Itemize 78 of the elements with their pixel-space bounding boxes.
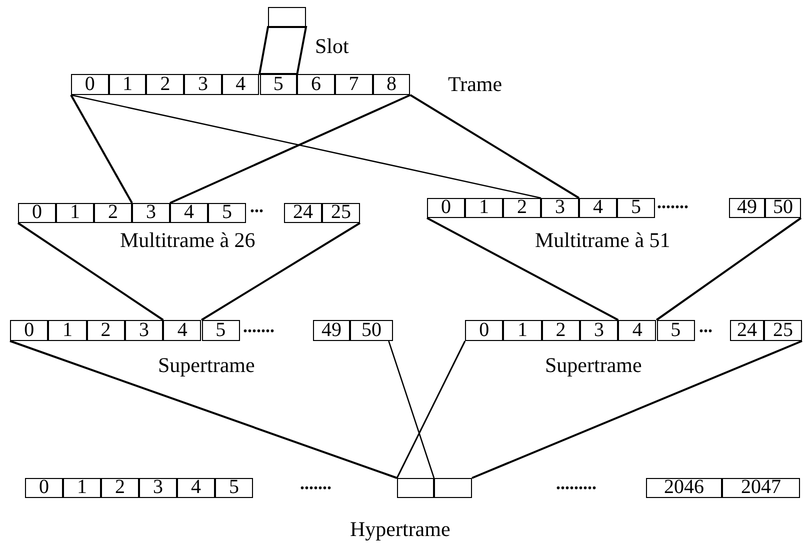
connector-line <box>200 222 361 321</box>
numbered-cell: 1 <box>56 203 94 223</box>
numbered-cell: 49 <box>313 320 350 341</box>
ellipsis-dots: ... <box>250 197 264 215</box>
numbered-cell: 2 <box>542 320 580 341</box>
numbered-cell: 5 <box>260 74 298 95</box>
numbered-cell: 0 <box>18 203 56 223</box>
numbered-cell: 24 <box>284 203 322 223</box>
numbered-cell: 6 <box>297 74 335 95</box>
row-label: Slot <box>315 36 349 57</box>
numbered-cell: 49 <box>729 198 765 218</box>
numbered-cell: 0 <box>10 320 48 341</box>
connector-line <box>396 340 466 478</box>
ellipsis-dots: ... <box>699 317 712 335</box>
row-label: Multitrame à 26 <box>120 230 256 251</box>
numbered-cell: 2 <box>86 320 125 341</box>
numbered-cell: 24 <box>730 320 764 341</box>
row-label: Supertrame <box>158 355 255 376</box>
numbered-cell: 4 <box>579 198 617 218</box>
ellipsis-dots: ....... <box>243 317 274 335</box>
numbered-cell: 0 <box>465 320 504 341</box>
connector-line <box>410 94 580 199</box>
row-label: Hypertrame <box>350 519 450 540</box>
numbered-cell: 7 <box>334 74 373 95</box>
numbered-cell: 50 <box>350 320 393 341</box>
connector-line <box>17 222 164 321</box>
ellipsis-dots: ....... <box>657 193 688 211</box>
numbered-cell: 2047 <box>722 478 800 498</box>
connector-line <box>388 340 435 478</box>
connector-line <box>70 94 542 199</box>
numbered-cell: 4 <box>177 478 215 498</box>
numbered-cell: 4 <box>222 74 260 95</box>
empty-slot-box <box>268 7 306 27</box>
numbered-cell: 8 <box>372 74 410 95</box>
numbered-cell: 5 <box>617 198 655 218</box>
numbered-cell: 2046 <box>646 478 722 498</box>
numbered-cell: 5 <box>202 320 240 341</box>
numbered-cell: 3 <box>184 74 222 95</box>
row-label: Multitrame à 51 <box>535 230 670 251</box>
connector-line <box>426 217 619 321</box>
numbered-cell: 3 <box>139 478 177 498</box>
numbered-cell: 5 <box>656 320 695 341</box>
numbered-cell: 3 <box>580 320 618 341</box>
numbered-cell: 3 <box>124 320 164 341</box>
connector-line <box>10 340 398 479</box>
numbered-cell: 3 <box>132 203 170 223</box>
numbered-cell: 5 <box>208 203 246 223</box>
numbered-cell: 0 <box>427 198 465 218</box>
empty-slot-box <box>397 478 434 498</box>
numbered-cell: 1 <box>465 198 503 218</box>
connector-line <box>70 94 133 204</box>
numbered-cell: 0 <box>25 478 63 498</box>
connector-line <box>170 94 411 204</box>
connector-line <box>258 26 308 75</box>
numbered-cell: 4 <box>163 320 202 341</box>
ellipsis-dots: ......... <box>556 474 596 492</box>
numbered-cell: 1 <box>108 74 146 95</box>
empty-slot-box <box>434 478 472 498</box>
numbered-cell: 2 <box>503 198 541 218</box>
numbered-cell: 2 <box>94 203 132 223</box>
row-label: Supertrame <box>545 355 642 376</box>
numbered-cell: 1 <box>63 478 101 498</box>
connector-line <box>472 340 802 479</box>
numbered-cell: 25 <box>764 320 802 341</box>
numbered-cell: 2 <box>146 74 184 95</box>
numbered-cell: 1 <box>503 320 542 341</box>
ellipsis-dots: ....... <box>300 474 332 492</box>
row-label: Trame <box>448 74 502 95</box>
numbered-cell: 2 <box>101 478 139 498</box>
numbered-cell: 4 <box>618 320 656 341</box>
numbered-cell: 25 <box>322 203 360 223</box>
numbered-cell: 5 <box>215 478 253 498</box>
numbered-cell: 1 <box>48 320 87 341</box>
numbered-cell: 4 <box>170 203 208 223</box>
numbered-cell: 3 <box>541 198 579 218</box>
connector-line <box>656 217 802 321</box>
numbered-cell: 50 <box>765 198 801 218</box>
numbered-cell: 0 <box>71 74 109 95</box>
